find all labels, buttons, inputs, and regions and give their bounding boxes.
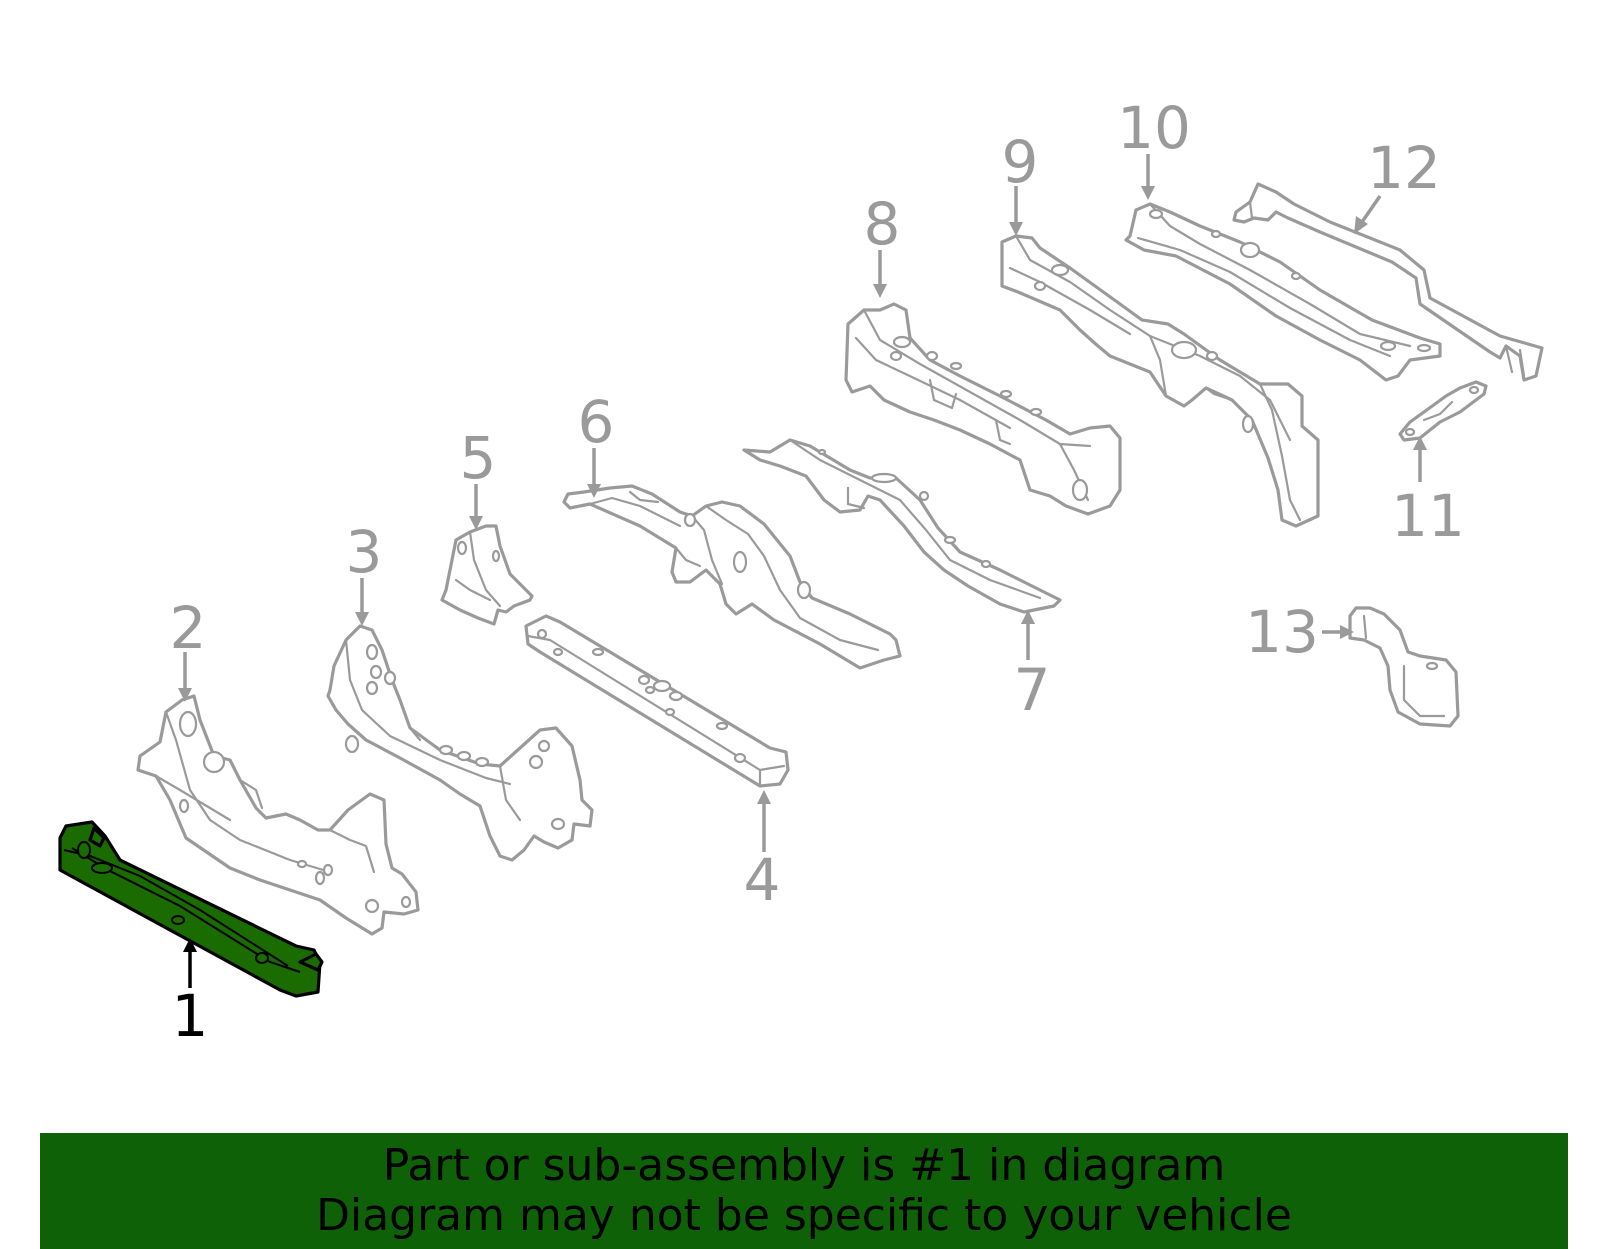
part-4-crossbar[interactable] — [524, 614, 790, 788]
part-3-frame-member[interactable] — [326, 624, 594, 862]
part-13-clamp[interactable] — [1348, 606, 1460, 728]
callout-1: 1 — [172, 982, 209, 1050]
callout-arrows — [178, 154, 1427, 988]
part-1-crossmember[interactable] — [58, 820, 324, 998]
callout-9: 9 — [1002, 128, 1039, 196]
part-12-rod[interactable] — [1232, 182, 1544, 382]
callout-2: 2 — [170, 594, 207, 662]
callout-7: 7 — [1014, 656, 1051, 724]
callout-4: 4 — [744, 846, 781, 914]
callout-6: 6 — [578, 388, 615, 456]
callout-12: 12 — [1367, 134, 1441, 202]
callout-5: 5 — [460, 424, 497, 492]
callout-11: 11 — [1391, 482, 1465, 550]
callout-10: 10 — [1117, 94, 1191, 162]
part-8-upper-member[interactable] — [844, 302, 1122, 516]
info-banner: Part or sub-assembly is #1 in diagram Di… — [40, 1133, 1568, 1249]
callout-3: 3 — [346, 518, 383, 586]
callout-8: 8 — [864, 190, 901, 258]
part-7-rail[interactable] — [742, 438, 1062, 614]
part-5-bracket[interactable] — [440, 524, 534, 626]
part-11-small-bracket[interactable] — [1398, 380, 1488, 442]
callout-13: 13 — [1245, 598, 1319, 666]
part-2-bracket-member[interactable] — [136, 694, 420, 936]
banner-line-2: Diagram may not be specific to your vehi… — [316, 1190, 1292, 1241]
part-9-long-member[interactable] — [1000, 234, 1320, 528]
part-6-side-member[interactable] — [562, 484, 902, 670]
part-10-rear-member[interactable] — [1124, 202, 1442, 382]
banner-line-1: Part or sub-assembly is #1 in diagram — [382, 1140, 1226, 1191]
